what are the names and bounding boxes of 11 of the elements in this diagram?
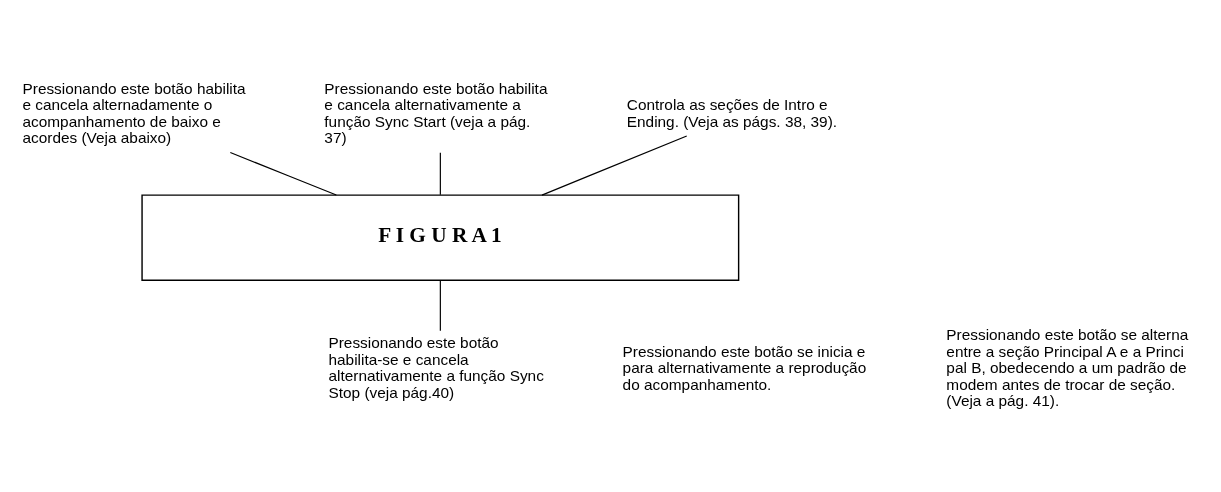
node-text: Pressionando este botão habilita e cancela alternativamente a função Sync Start (veja a pág. 37) xyxy=(324,79,548,147)
connector xyxy=(439,279,441,332)
connector xyxy=(541,135,688,196)
connector xyxy=(229,151,337,196)
label: Pressionando este botão se alterna entre a seção Principal A e a Princi pal B, obedecendo a um padrão de modem antes de trocar de seção. (Veja a pág. 41). xyxy=(946,325,1189,410)
connector xyxy=(439,152,441,196)
node-text: Pressionando este botão habilita-se e cancela alternativamente a função Sync Stop (veja pág.40) xyxy=(328,334,544,401)
node-text: Controla as seções de Intro e Ending. (Veja as págs. 38, 39). xyxy=(626,96,838,130)
node-text: Pressionando este botão habilita e cancela alternadamente o acompanhamento de baixo e acordes (Veja abaixo) xyxy=(22,79,246,147)
node-box: F I G U R A 1 xyxy=(141,194,740,282)
label: Pressionando este botão se inicia e para alternativamente a reprodução do acompanhamento. xyxy=(622,342,867,393)
